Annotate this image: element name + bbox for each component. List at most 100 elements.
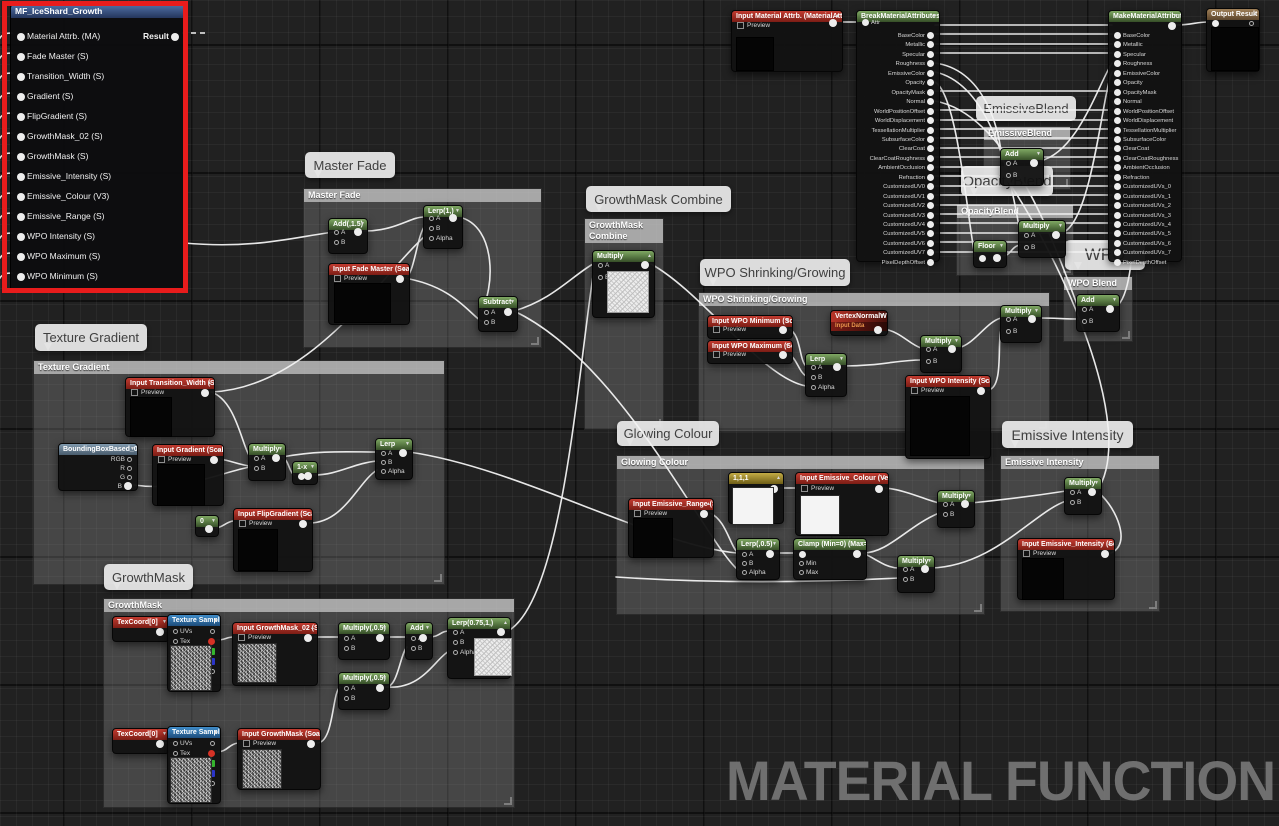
input-pin[interactable]	[1210, 19, 1221, 28]
input-pin[interactable]: A	[1022, 231, 1035, 240]
output-pin[interactable]: ClearCoat	[899, 145, 936, 154]
input-pin[interactable]: B	[924, 357, 937, 366]
node-header[interactable]: Lerp(1,)▼	[424, 206, 462, 217]
node-input-emissive-intensity[interactable]: Input Emissive_Intensity (Scalar)▲Previe…	[1017, 538, 1115, 600]
collapse-up-icon[interactable]: ▲	[213, 617, 218, 623]
input-pin-dot[interactable]	[1114, 126, 1121, 134]
input-pin-dot[interactable]	[1114, 60, 1121, 68]
input-pin-dot[interactable]	[453, 629, 458, 635]
output-pin[interactable]: CustomizedUV2	[883, 202, 936, 211]
input-pin[interactable]: RGB	[111, 455, 134, 464]
output-pin-dot[interactable]	[205, 525, 213, 534]
comment-header[interactable]: Master Fade	[304, 189, 541, 202]
collapse-down-icon[interactable]: ▼	[859, 541, 864, 547]
input-pin[interactable]: Preview	[332, 274, 367, 283]
input-pin-dot[interactable]	[742, 560, 747, 566]
input-pin[interactable]: TessellationMultiplier	[1112, 126, 1176, 136]
output-pin-dot[interactable]	[201, 389, 209, 398]
collapse-down-icon[interactable]: ▼	[310, 464, 315, 470]
node-header[interactable]: Lerp(0.75,1,)▲	[448, 618, 510, 629]
input-pin-dot[interactable]	[811, 364, 816, 370]
node-input-gradient[interactable]: Input Gradient (Scalar)▲Preview	[152, 444, 224, 506]
input-pin-dot[interactable]	[598, 274, 603, 280]
input-pin-dot[interactable]	[742, 551, 747, 557]
function-input-row[interactable]: Transition_Width (S)	[15, 70, 104, 82]
output-pin[interactable]	[1086, 488, 1098, 497]
input-pin[interactable]: EmissiveColor	[1112, 69, 1160, 79]
output-pin[interactable]	[374, 684, 386, 693]
input-pin-dot[interactable]	[1114, 173, 1121, 181]
input-pin[interactable]: Preview	[236, 633, 271, 642]
node-header[interactable]: Multiply▼	[249, 444, 285, 455]
input-pin[interactable]: AmbientOcclusion	[1112, 164, 1170, 173]
input-pin-dot[interactable]	[17, 232, 25, 241]
input-pin-dot[interactable]	[1114, 79, 1121, 87]
input-pin[interactable]: G	[120, 473, 134, 482]
output-pin-dot[interactable]	[779, 326, 787, 335]
input-pin[interactable]: A	[740, 550, 753, 559]
output-pin[interactable]: CustomizedUV4	[883, 221, 936, 230]
collapse-down-icon[interactable]: ▼	[162, 731, 167, 737]
input-pin-dot[interactable]	[862, 19, 869, 26]
output-pin-dot[interactable]	[833, 363, 841, 372]
output-pin-dot[interactable]	[829, 19, 837, 28]
input-pin-dot[interactable]	[1114, 41, 1121, 49]
input-pin-dot[interactable]	[127, 474, 132, 480]
output-pin-dot[interactable]	[874, 326, 882, 335]
output-pin-dot[interactable]	[124, 482, 132, 491]
node-header[interactable]: Multiply▼	[898, 556, 934, 567]
output-pin[interactable]	[397, 449, 409, 458]
collapse-down-icon[interactable]: ▼	[954, 338, 959, 344]
input-pin-dot[interactable]	[1006, 316, 1011, 322]
input-pin-dot[interactable]	[927, 221, 934, 228]
output-pin-dot[interactable]	[156, 740, 164, 749]
input-pin[interactable]: Alpha	[379, 467, 405, 476]
node-header[interactable]: Lerp▼	[376, 439, 412, 450]
input-pin-dot[interactable]	[927, 145, 934, 153]
node-header[interactable]: Input Material Attrb. (MaterialAttribute…	[732, 11, 842, 22]
node-header[interactable]: Lerp(,0.5)▼	[737, 539, 779, 550]
input-pin-dot[interactable]	[411, 645, 416, 651]
input-pin-dot[interactable]	[254, 465, 259, 471]
input-pin-dot[interactable]	[927, 173, 934, 181]
output-pin-dot[interactable]	[156, 628, 164, 637]
input-pin[interactable]: ClearCoatRoughness	[1112, 154, 1178, 164]
output-pin[interactable]	[208, 456, 220, 465]
output-pin[interactable]	[502, 308, 514, 317]
collapse-down-icon[interactable]: ▼	[772, 541, 777, 547]
output-pin[interactable]	[919, 565, 931, 574]
input-pin-dot[interactable]	[927, 79, 934, 87]
collapse-up-icon[interactable]: ▲	[402, 266, 407, 272]
input-pin[interactable]	[208, 627, 217, 636]
input-pin-dot[interactable]	[1249, 20, 1254, 26]
input-pin-dot[interactable]	[334, 229, 339, 235]
node-input-material-attrb[interactable]: Input Material Attrb. (MaterialAttribute…	[731, 10, 843, 72]
input-pin[interactable]	[797, 550, 808, 559]
output-pin-dot[interactable]	[210, 456, 218, 465]
input-pin[interactable]: A	[482, 308, 495, 317]
preview-checkbox[interactable]	[158, 455, 165, 463]
output-pin[interactable]	[154, 628, 166, 637]
node-input-flipgradient[interactable]: Input FlipGradient (Scalar)▲Preview	[233, 508, 313, 572]
input-pin-dot[interactable]	[927, 69, 934, 77]
input-pin-dot[interactable]	[926, 346, 931, 352]
output-pin[interactable]: Metallic	[905, 41, 936, 50]
input-pin[interactable]: Preview	[156, 455, 191, 464]
input-pin-dot[interactable]	[17, 252, 25, 261]
input-pin[interactable]: Preview	[711, 325, 746, 334]
output-pin[interactable]	[1166, 22, 1178, 31]
preview-checkbox[interactable]	[713, 325, 720, 333]
collapse-down-icon[interactable]: ▼	[425, 625, 430, 631]
output-pin[interactable]: WorldPositionOffset	[874, 107, 936, 117]
input-pin-dot[interactable]	[1006, 160, 1011, 166]
input-pin[interactable]: CustomizedUVs_5	[1112, 230, 1171, 239]
output-pin-dot[interactable]	[766, 550, 774, 559]
output-pin[interactable]	[270, 454, 282, 463]
